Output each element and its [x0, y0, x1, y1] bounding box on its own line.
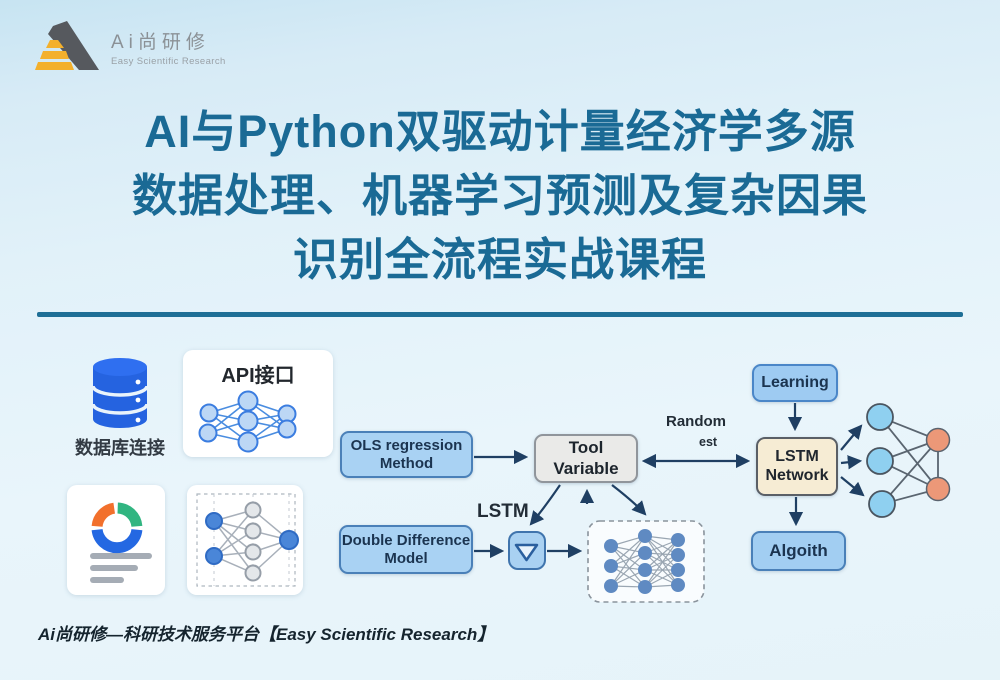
- database-label: 数据库连接: [75, 438, 165, 458]
- dashed-neural-network-icon: [587, 520, 705, 603]
- title-line-3: 识别全流程实战课程: [292, 234, 707, 285]
- chart-card: [67, 485, 165, 595]
- lstm-network-box: LSTM Network: [756, 437, 838, 496]
- double-difference-box: Double Difference Model: [339, 525, 473, 574]
- ols-regression-box: OLS regression Method: [340, 431, 473, 478]
- page-title: AI与Python双驱动计量经济学多源 数据处理、机器学习预测及复杂因果 识别全…: [0, 100, 1000, 292]
- learning-box: Learning: [752, 364, 838, 402]
- lstm-label: LSTM: [477, 501, 529, 522]
- footer-text: Ai尚研修—科研技术服务平台【Easy Scientific Research】: [38, 625, 495, 644]
- brand-logo: Ai尚研修 Easy Scientific Research: [33, 20, 226, 74]
- random-forest-label: Random: [666, 413, 726, 430]
- funnel-icon: [508, 531, 546, 570]
- brand-subtitle: Easy Scientific Research: [111, 56, 226, 67]
- forest-fragment-label: est: [699, 435, 718, 449]
- title-line-1: AI与Python双驱动计量经济学多源: [144, 106, 856, 157]
- api-label: API接口: [221, 365, 295, 387]
- database-icon: [91, 358, 149, 428]
- api-card: API接口: [183, 350, 333, 457]
- algorithm-box: Algoith: [751, 531, 846, 571]
- neural-network-card: [187, 485, 303, 595]
- tool-variable-box: Tool Variable: [534, 434, 638, 483]
- title-line-2: 数据处理、机器学习预测及复杂因果: [131, 170, 868, 221]
- output-neural-network-icon: [840, 403, 951, 518]
- brand-name: Ai尚研修: [111, 32, 210, 53]
- title-underline: [37, 312, 963, 317]
- logo-mountain-icon: [35, 21, 99, 70]
